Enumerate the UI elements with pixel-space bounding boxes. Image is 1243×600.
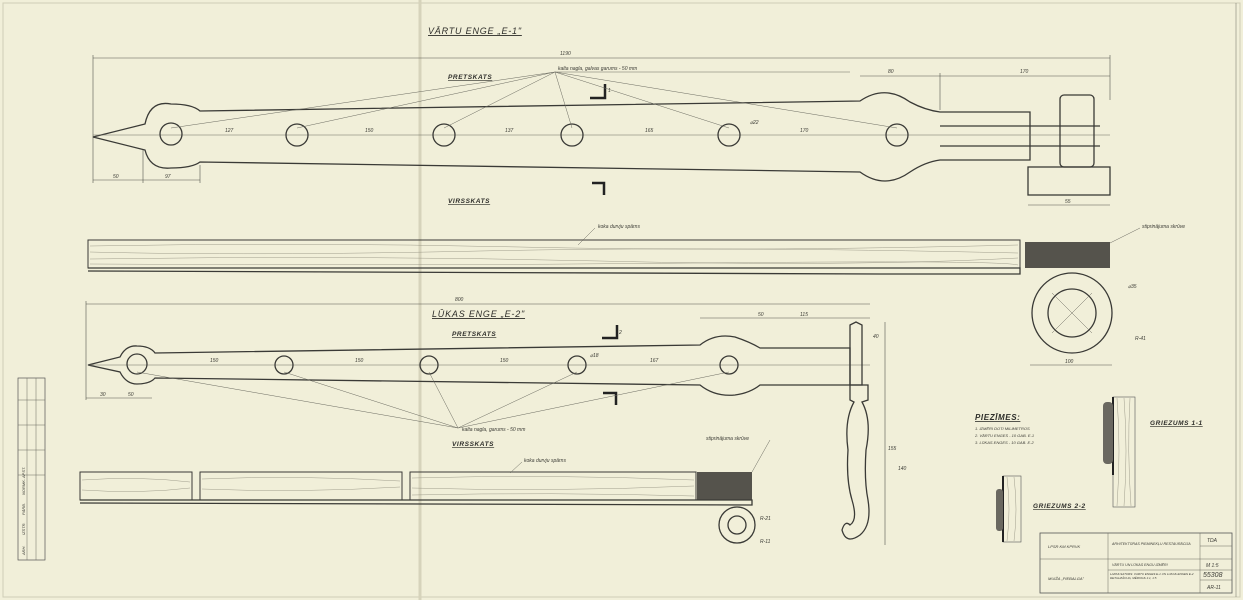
title-sheet-number: AR-11 bbox=[1206, 585, 1221, 591]
dim-e1-hole: ⌀22 bbox=[750, 120, 759, 126]
notes-title: PIEZĪMES: bbox=[975, 413, 1020, 422]
dim-e1-spacing: 170 bbox=[800, 128, 809, 134]
e2-wood-note: koka durvju spārns bbox=[524, 458, 566, 464]
title-content: LAPAS SATURS: VĀRTU ENGES E-1 UN LŪKAS E… bbox=[1110, 573, 1194, 580]
e2-top-view: koka durvju spārns stiprinājuma skrūve R… bbox=[79, 436, 771, 545]
dim-e1-loop-w: 100 bbox=[1065, 359, 1074, 365]
dim-e2-pin: 40 bbox=[873, 334, 879, 340]
dim-e2-hole: ⌀18 bbox=[590, 353, 599, 359]
e1-front-view-label: PRETSKATS bbox=[448, 74, 492, 81]
dim-e1-spacing: 127 bbox=[225, 128, 234, 134]
stamp-cell: NORMK. bbox=[21, 479, 26, 495]
dim-e1-spacing: 165 bbox=[645, 128, 654, 134]
dim-e2-loop-r2: R-11 bbox=[760, 539, 771, 545]
dim-e1-loop: ⌀35 bbox=[1128, 284, 1137, 290]
title-stage: TDA bbox=[1207, 538, 1218, 544]
title-block: LPSR KM KPRVK ARHITEKTŪRAS PIEMINEKĻU RE… bbox=[1039, 532, 1233, 594]
e1-top-view: koka durvju spārns stiprinājuma skrūve ⌀… bbox=[87, 224, 1185, 366]
dim-e1-tip: 50 bbox=[113, 174, 119, 180]
dim-e1-spacing: 150 bbox=[365, 128, 374, 134]
stamp-cell: ARH. bbox=[21, 545, 26, 556]
dim-e2-total: 800 bbox=[455, 297, 464, 303]
dim-e2-spacing: 150 bbox=[500, 358, 509, 364]
e2-top-view-label: VIRSSKATS bbox=[452, 441, 494, 448]
section-mark-1: 1 bbox=[608, 88, 611, 94]
dim-e2-right-a: 50 bbox=[758, 312, 764, 318]
dim-e1-loop-r: R-41 bbox=[1135, 336, 1146, 342]
title-author: MUIŽA „PIEBALGA" bbox=[1048, 576, 1085, 581]
dim-e2-head: 50 bbox=[128, 392, 134, 398]
section-2-2 bbox=[996, 475, 1022, 543]
stamp-cell: IZSTR. bbox=[21, 522, 26, 535]
side-stamp-table: ARH. IZSTR. PĀRB. NORMK. APST. bbox=[17, 377, 46, 561]
e2-front-view: 150 150 150 167 ⌀18 30 50 50 115 2 40 15… bbox=[85, 301, 907, 545]
note-line: 3. LŪKAS ENGES - 10 GAB. E-2 bbox=[975, 440, 1034, 445]
dim-e1-right-a: 80 bbox=[888, 69, 894, 75]
title-sheet: VĀRTU UN LŪKAS ENGU IZMĒRI bbox=[1112, 563, 1168, 567]
note-line: 2. VĀRTU ENGES - 10 GAB. E-1 bbox=[974, 433, 1034, 438]
title-org: LPSR KM KPRVK bbox=[1048, 544, 1080, 549]
section-1-1-label: GRIEZUMS 1-1 bbox=[1150, 420, 1203, 427]
dim-e2-spacing: 150 bbox=[355, 358, 364, 364]
e2-pin-note: stiprinājuma skrūve bbox=[706, 436, 749, 442]
title-scale: M 1:5 bbox=[1206, 563, 1219, 569]
title-number: 55308 bbox=[1203, 572, 1223, 579]
e2-front-view-label: PRETSKATS bbox=[452, 331, 496, 338]
title-content-box: LAPAS SATURS: VĀRTU ENGES E-1 UN LŪKAS E… bbox=[1110, 573, 1194, 580]
dim-e2-loop-r: R-21 bbox=[760, 516, 771, 522]
dim-e2-spacing: 167 bbox=[650, 358, 659, 364]
e1-front-view: 1190 127 150 137 165 170 ⌀22 50 97 80 17… bbox=[92, 51, 1111, 206]
title-object: ARHITEKTŪRAS PIEMINEKĻU RESTAURĀCIJA bbox=[1111, 542, 1191, 546]
e2-leader-note: kalta nagla, garums - 50 mm bbox=[462, 427, 525, 433]
stamp-cell: PĀRB. bbox=[21, 503, 26, 515]
stamp-cell: APST. bbox=[21, 467, 26, 479]
dim-e1-pin: 55 bbox=[1065, 199, 1071, 205]
dim-e1-total: 1190 bbox=[560, 51, 571, 57]
e1-top-view-label: VIRSSKATS bbox=[448, 198, 490, 205]
e2-holes bbox=[126, 353, 739, 375]
e1-wood-note: koka durvju spārns bbox=[598, 224, 640, 230]
dim-e2-tip: 30 bbox=[100, 392, 106, 398]
e1-leader-note: kalta nagla, galvas garums - 50 mm bbox=[558, 66, 637, 72]
dim-e2-right-b: 115 bbox=[800, 312, 808, 318]
dim-e1-spacing: 137 bbox=[505, 128, 514, 134]
note-line: 1. IZMĒRI DOTI MILIMETROS bbox=[975, 426, 1030, 431]
section-mark-2: 2 bbox=[618, 330, 622, 336]
dim-e2-hook-b: 140 bbox=[898, 466, 907, 472]
section-1-1 bbox=[1103, 396, 1136, 508]
e1-holes bbox=[159, 122, 909, 147]
hatch-hinge-title: LŪKAS ENGE „E-2" bbox=[432, 309, 525, 319]
e1-pin-note: stiprinājuma skrūve bbox=[1142, 224, 1185, 230]
gate-hinge-title: VĀRTU ENGE „E-1" bbox=[428, 26, 522, 36]
dim-e1-right-b: 170 bbox=[1020, 69, 1029, 75]
section-2-2-label: GRIEZUMS 2-2 bbox=[1033, 503, 1086, 510]
dim-e2-spacing: 150 bbox=[210, 358, 219, 364]
dim-e2-hook-a: 155 bbox=[888, 446, 897, 452]
dim-e1-head: 97 bbox=[165, 174, 171, 180]
